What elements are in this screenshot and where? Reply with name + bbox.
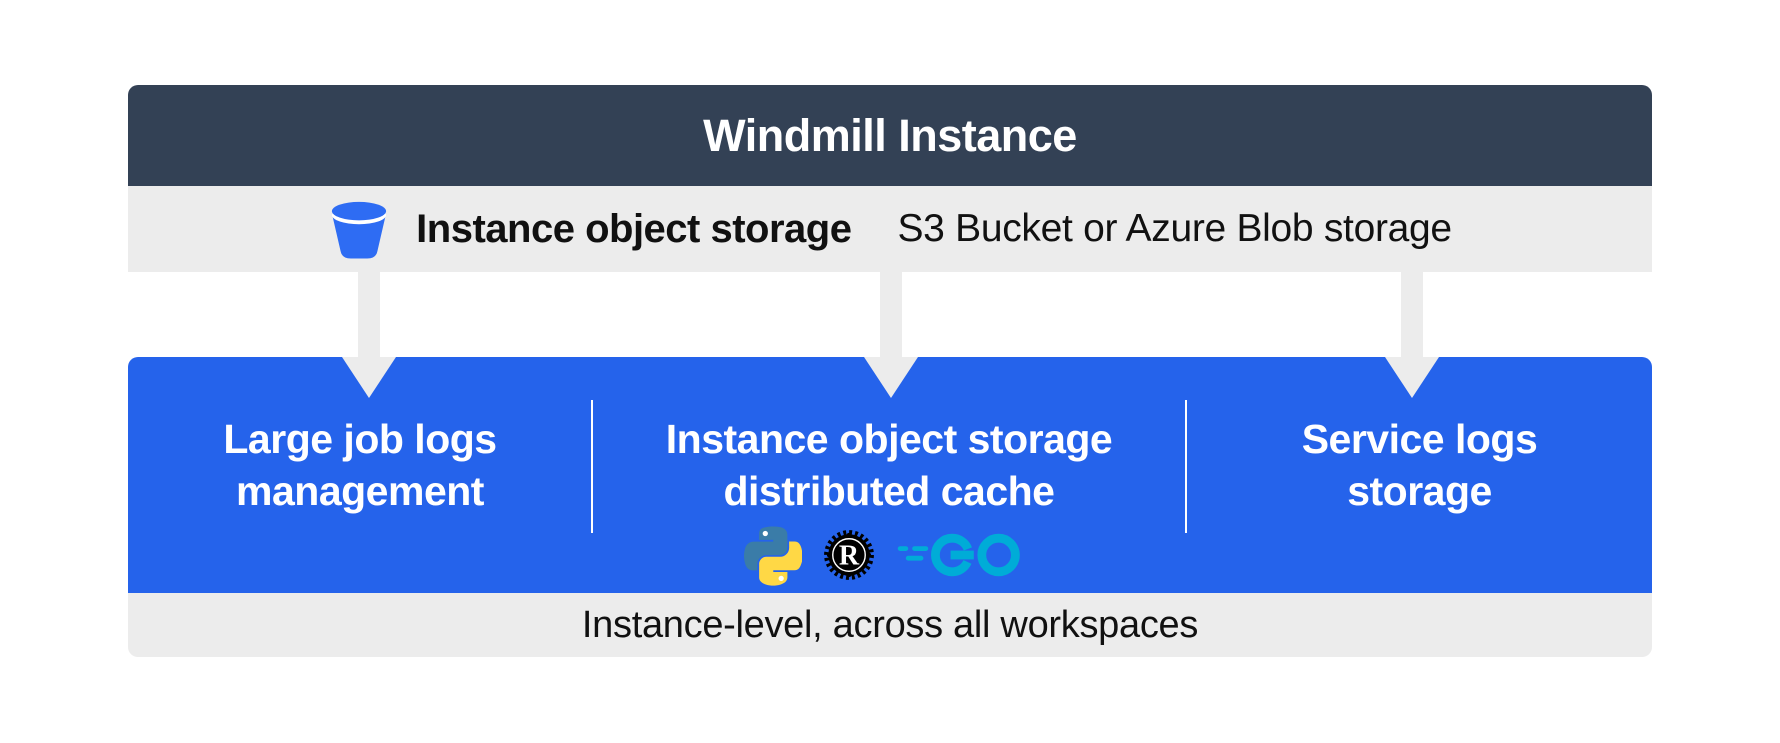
rust-icon: R <box>824 530 874 580</box>
python-icon <box>744 526 802 586</box>
footer-band: Instance-level, across all workspaces <box>128 593 1652 657</box>
features-panel: Large job logs management Instance objec… <box>128 357 1652 593</box>
arrow-head-icon <box>864 357 918 398</box>
diagram-card: Windmill Instance Instance object storag… <box>128 85 1652 657</box>
svg-text:R: R <box>839 541 860 572</box>
arrow-head-icon <box>342 357 396 398</box>
connector-arrow-left <box>342 272 396 398</box>
arrow-head-icon <box>1385 357 1439 398</box>
connector-arrow-right <box>1385 272 1439 398</box>
feature-large-job-logs: Large job logs management <box>128 357 592 593</box>
object-storage-subtitle: S3 Bucket or Azure Blob storage <box>897 207 1452 250</box>
bucket-icon <box>332 201 387 259</box>
arrow-shaft <box>1401 272 1423 358</box>
feature-title-line: management <box>236 468 484 514</box>
connector-arrow-middle <box>864 272 918 398</box>
feature-title-line: storage <box>1347 468 1492 514</box>
go-icon <box>897 533 1020 577</box>
feature-title-line: Instance object storage <box>665 416 1113 462</box>
arrow-shaft <box>358 272 380 358</box>
feature-title-line: Large job logs <box>223 416 497 462</box>
page-title: Windmill Instance <box>703 109 1077 161</box>
feature-title-line: distributed cache <box>723 468 1055 514</box>
feature-service-logs: Service logs storage <box>1187 357 1652 593</box>
arrow-shaft <box>880 272 902 358</box>
column-divider <box>591 400 593 533</box>
footer-label: Instance-level, across all workspaces <box>581 603 1199 646</box>
column-divider <box>1185 400 1187 533</box>
object-storage-title: Instance object storage <box>416 206 852 251</box>
object-storage-band: Instance object storage S3 Bucket or Azu… <box>128 186 1652 272</box>
language-logos-row: R <box>744 524 1034 586</box>
feature-distributed-cache: Instance object storage distributed cach… <box>594 357 1184 593</box>
header-band: Windmill Instance <box>128 85 1652 186</box>
feature-title-line: Service logs <box>1301 416 1538 462</box>
